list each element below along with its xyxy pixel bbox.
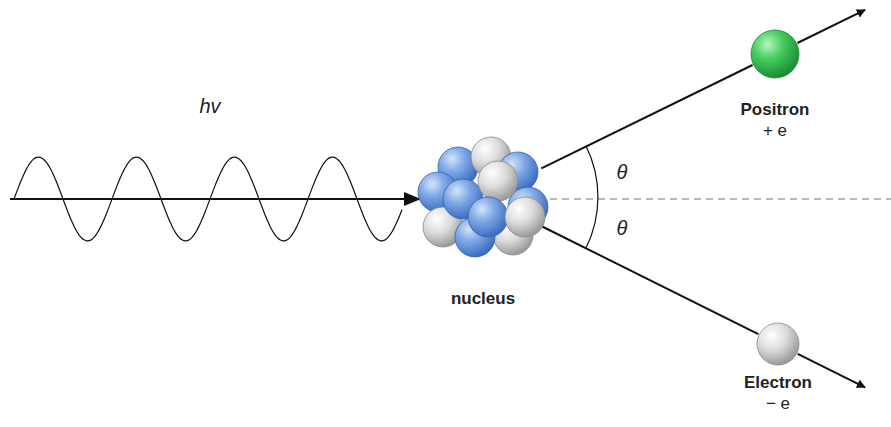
electron-shape [756,322,800,366]
positron-shape [750,29,800,79]
charge-label: − e [744,393,812,414]
particle-caption: Positron+ e [741,99,810,141]
particle-trajectory [541,226,758,334]
proton-ball [468,197,508,237]
photon-direction-line [10,198,404,200]
nucleus-shape [418,132,548,262]
reference-dashed-line [550,198,891,199]
particle-caption: nucleus [451,288,515,309]
nucleus-cluster: nucleus [418,132,548,262]
particle-trajectory [541,65,752,168]
neutron-ball [478,161,518,201]
electron-particle: Electron− e [756,322,800,366]
electron-ball [757,323,799,365]
particle-caption: Electron− e [744,372,812,414]
trajectory-continuation [797,10,865,43]
angle-arc [586,146,598,248]
particle-name: nucleus [451,288,515,309]
positron-ball [751,30,799,78]
charge-label: + e [741,120,810,141]
angle-label: θ [617,216,628,240]
photon-energy-label: hv [199,94,220,118]
angle-label: θ [617,160,628,184]
neutron-ball [505,197,545,237]
particle-name: Electron [744,372,812,393]
positron-particle: Positron+ e [750,29,800,79]
particle-name: Positron [741,99,810,120]
